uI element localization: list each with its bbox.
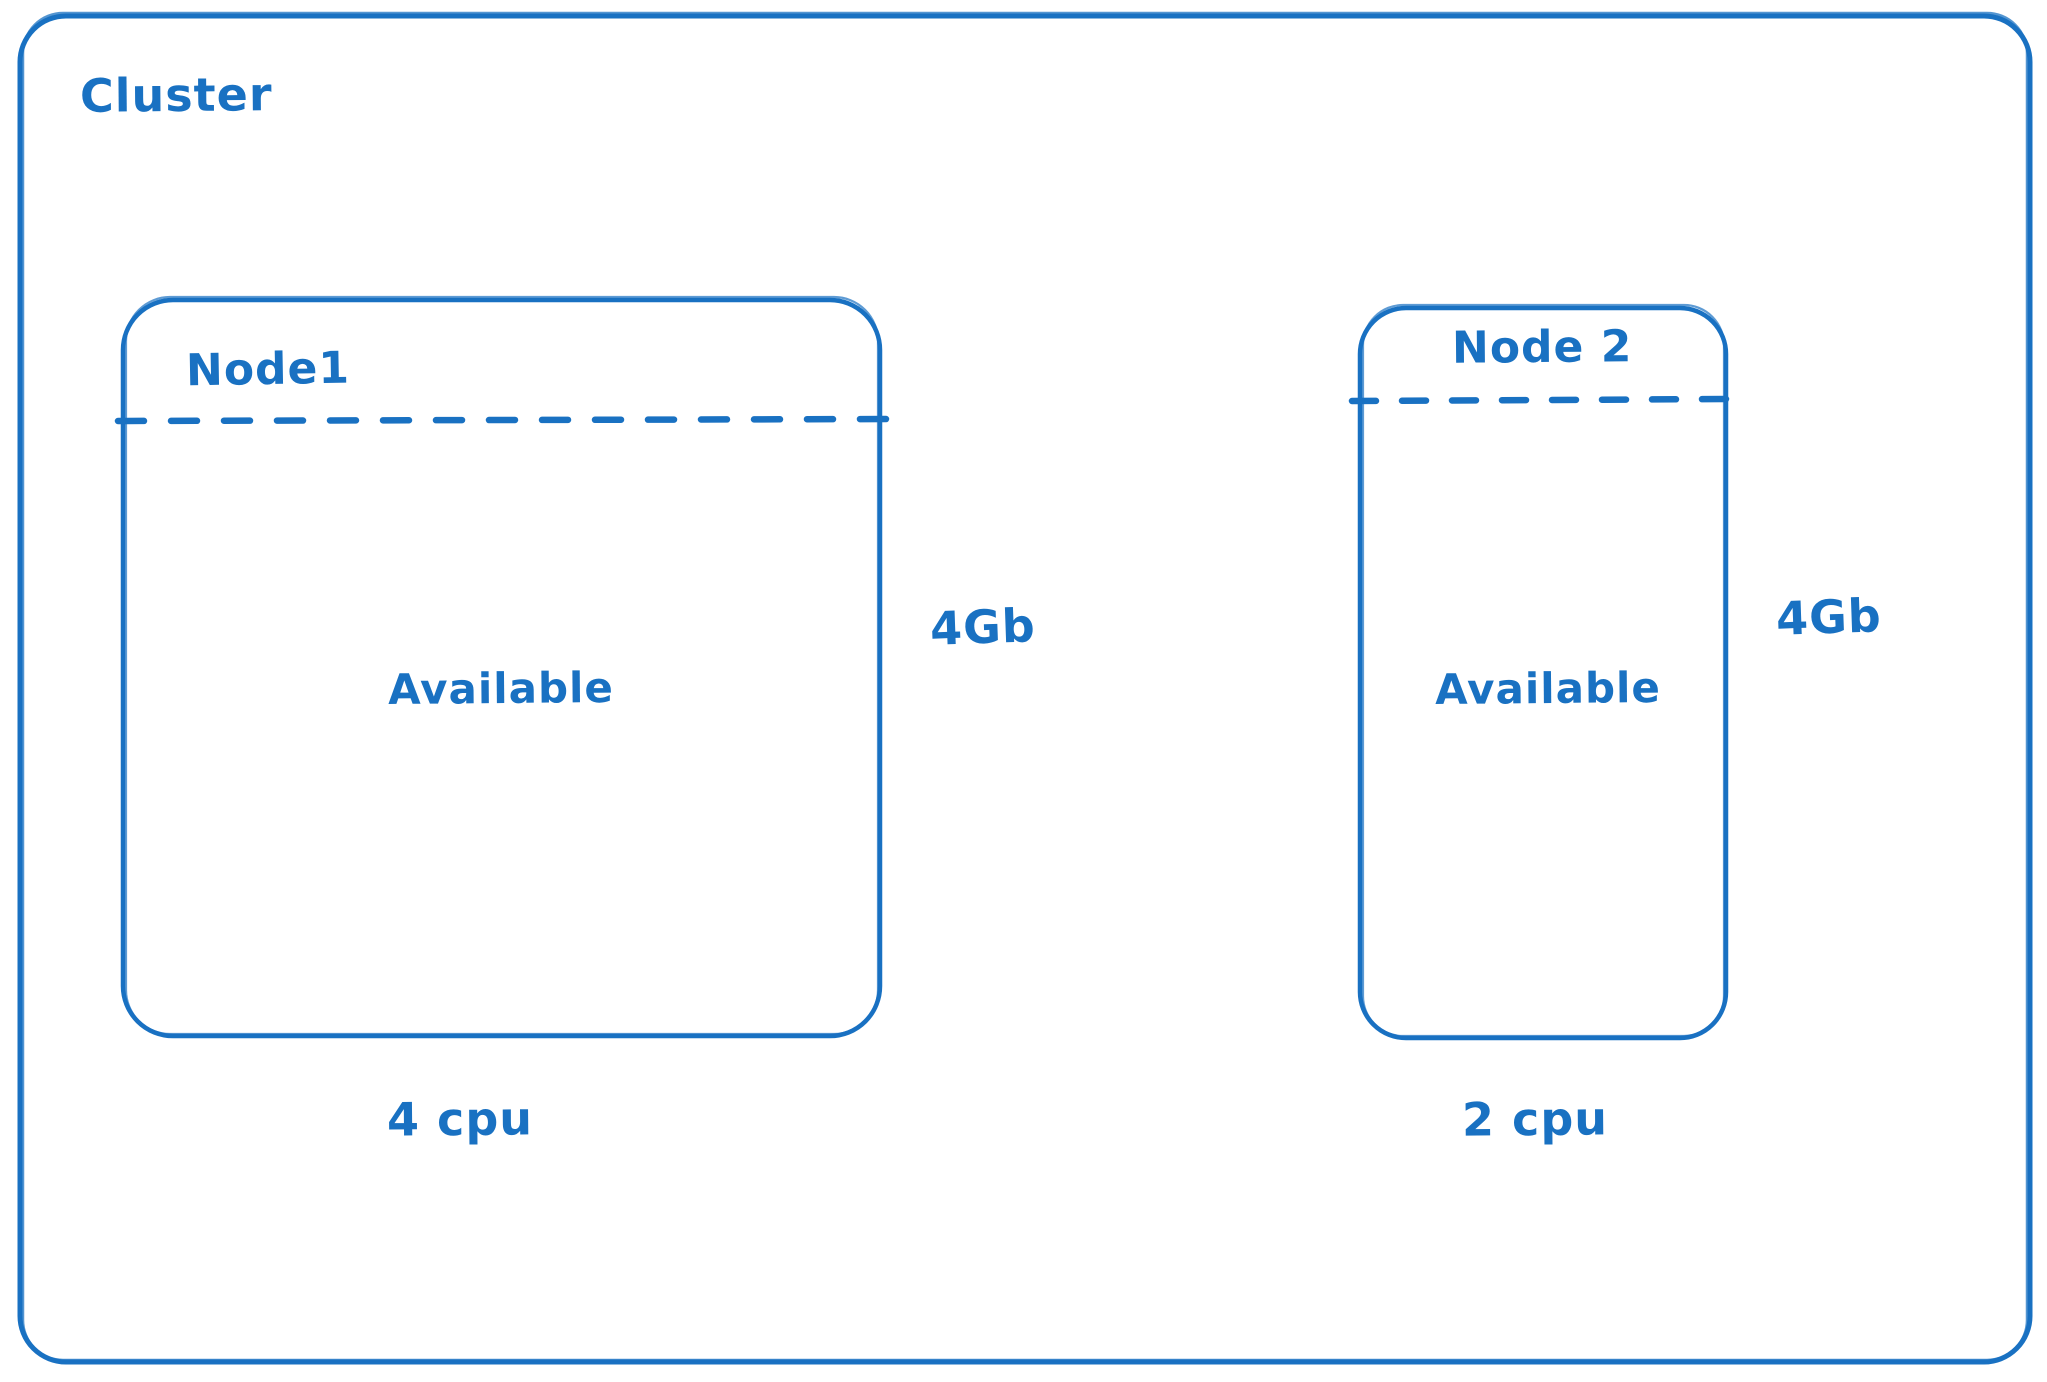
node1-cpu-label: 4 cpu — [386, 1091, 534, 1147]
node2-status-label: Available — [1434, 663, 1662, 714]
node1-box — [120, 295, 883, 1039]
node2-box — [1357, 303, 1729, 1041]
node2-memory-divider — [1348, 395, 1738, 405]
node2-cpu-label: 2 cpu — [1461, 1091, 1609, 1147]
node2-memory-label: 4Gb — [1775, 588, 1883, 646]
node1-memory-label: 4Gb — [929, 598, 1037, 656]
node1-memory-divider — [114, 415, 898, 425]
node1-status-label: Available — [387, 663, 615, 714]
cluster-title: Cluster — [79, 67, 273, 123]
cluster-box — [17, 11, 2033, 1365]
node1-title: Node1 — [185, 342, 351, 397]
node2-title: Node 2 — [1451, 321, 1633, 374]
